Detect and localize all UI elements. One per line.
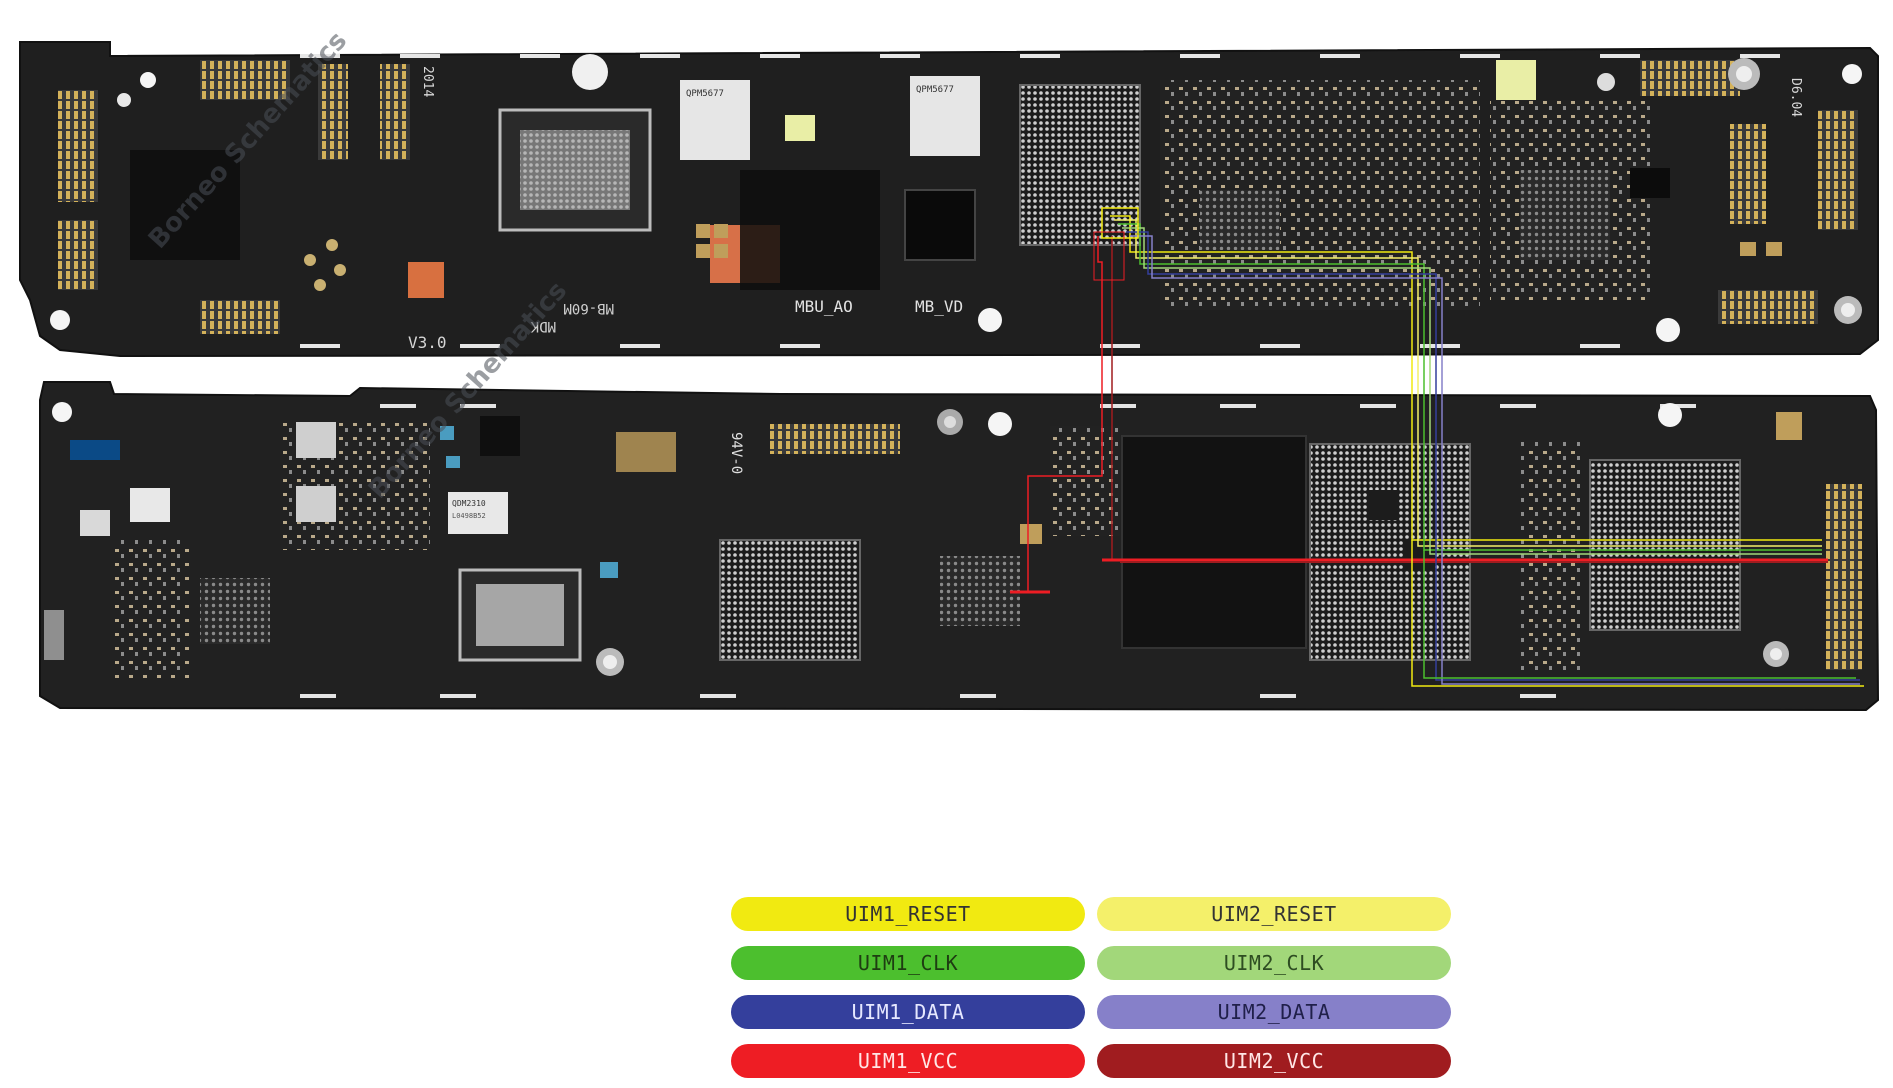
year-label: 2014 [420, 66, 435, 97]
legend-uim1-vcc: UIM1_VCC [731, 1044, 1085, 1078]
legend-uim1-clk: UIM1_CLK [731, 946, 1085, 980]
qpm1-label: QPM5677 [686, 89, 724, 99]
legend-uim2-reset: UIM2_RESET [1097, 897, 1451, 931]
qdm-label: QDM2310 [452, 499, 486, 508]
mbu-label: MBU_AO [795, 297, 853, 316]
trace-uim1-reset [1110, 215, 1822, 541]
top-board: QPM5677 QPM5677 V3.0 [19, 26, 1879, 358]
board-rev-label: V3.0 [408, 333, 447, 352]
legend-label: UIM1_CLK [857, 951, 959, 975]
mb-code-label: MB-60M [563, 300, 614, 316]
legend-label: UIM1_DATA [851, 1000, 965, 1024]
cpu-chip [1121, 435, 1307, 649]
ul-mark-label: 94V-0 [728, 432, 744, 474]
signal-traces [1010, 207, 1864, 687]
trace-uim1-clk [1118, 223, 1822, 551]
date-code-label: D6.04 [1788, 78, 1803, 117]
bottom-board: QDM2310 L0498B52 94V-0 Borneo Schematics [39, 276, 1880, 712]
qdm-sub-label: L0498B52 [452, 512, 486, 520]
legend-uim2-clk: UIM2_CLK [1097, 946, 1451, 980]
legend-label: UIM2_VCC [1223, 1049, 1325, 1073]
legend-label: UIM2_DATA [1217, 1000, 1331, 1024]
legend-label: UIM1_RESET [845, 902, 971, 926]
mdk-label: MDK [530, 318, 556, 334]
legend-label: UIM2_CLK [1223, 951, 1325, 975]
legend-uim1-reset: UIM1_RESET [731, 897, 1085, 931]
trace-uim2-data [1130, 235, 1860, 685]
trace-uim1-data [1126, 231, 1860, 681]
mb-vd-label: MB_VD [915, 297, 963, 316]
qpm2-label: QPM5677 [916, 85, 954, 95]
trace-uim2-reset [1114, 219, 1822, 547]
legend-uim1-data: UIM1_DATA [731, 995, 1085, 1029]
trace-uim2-clk [1122, 227, 1822, 555]
legend-uim2-data: UIM2_DATA [1097, 995, 1451, 1029]
legend-label: UIM1_VCC [857, 1049, 959, 1073]
legend-uim2-vcc: UIM2_VCC [1097, 1044, 1451, 1078]
legend-label: UIM2_RESET [1211, 902, 1337, 926]
